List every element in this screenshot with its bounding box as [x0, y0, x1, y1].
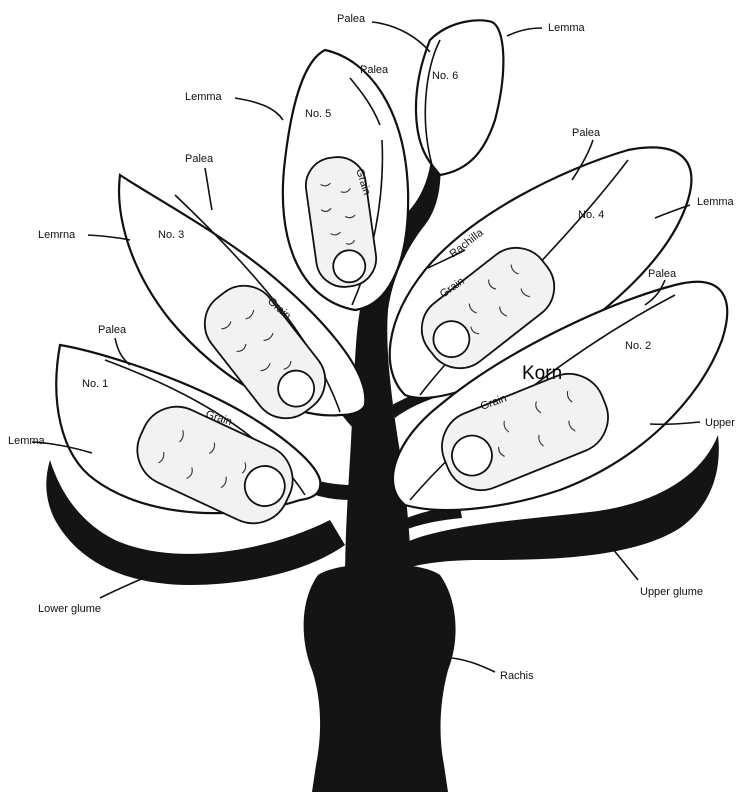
label-palea-no5: Palea [360, 64, 389, 76]
label-korn: Korn [522, 363, 562, 384]
label-no2: No. 2 [625, 340, 651, 352]
label-no4: No. 4 [578, 209, 604, 221]
label-palea-no3: Palea [185, 153, 214, 165]
leader-upper-glume [612, 548, 638, 580]
floret-no6 [416, 20, 503, 175]
label-no5: No. 5 [305, 108, 331, 120]
leader-lemma-no5 [235, 98, 283, 120]
label-rachis: Rachis [500, 670, 534, 682]
label-palea-no2: Palea [648, 268, 677, 280]
label-no3: No. 3 [158, 229, 184, 241]
label-no1: No. 1 [82, 378, 108, 390]
leader-lemma-no3 [88, 235, 130, 240]
label-lemma-no4: Lemma [697, 196, 735, 208]
label-lemma-no3: Lemrna [38, 229, 76, 241]
label-upper-glume: Upper glume [640, 586, 703, 598]
label-no6: No. 6 [432, 70, 458, 82]
label-palea-no4: Palea [572, 127, 601, 139]
label-lemma-no5: Lemma [185, 91, 223, 103]
rachis [304, 564, 456, 792]
label-lemma-no1: Lemma [8, 435, 46, 447]
label-palea-no6: Palea [337, 13, 366, 25]
label-upper: Upper [705, 417, 735, 429]
label-lower-glume: Lower glume [38, 603, 101, 615]
leader-rachis [452, 658, 495, 672]
leader-palea-no3 [205, 168, 212, 210]
label-lemma-no6: Lemma [548, 22, 586, 34]
leader-lemma-no6 [507, 28, 542, 36]
leader-palea-no6 [372, 22, 430, 52]
label-palea-no1: Palea [98, 324, 127, 336]
leader-lower-glume [100, 575, 150, 598]
